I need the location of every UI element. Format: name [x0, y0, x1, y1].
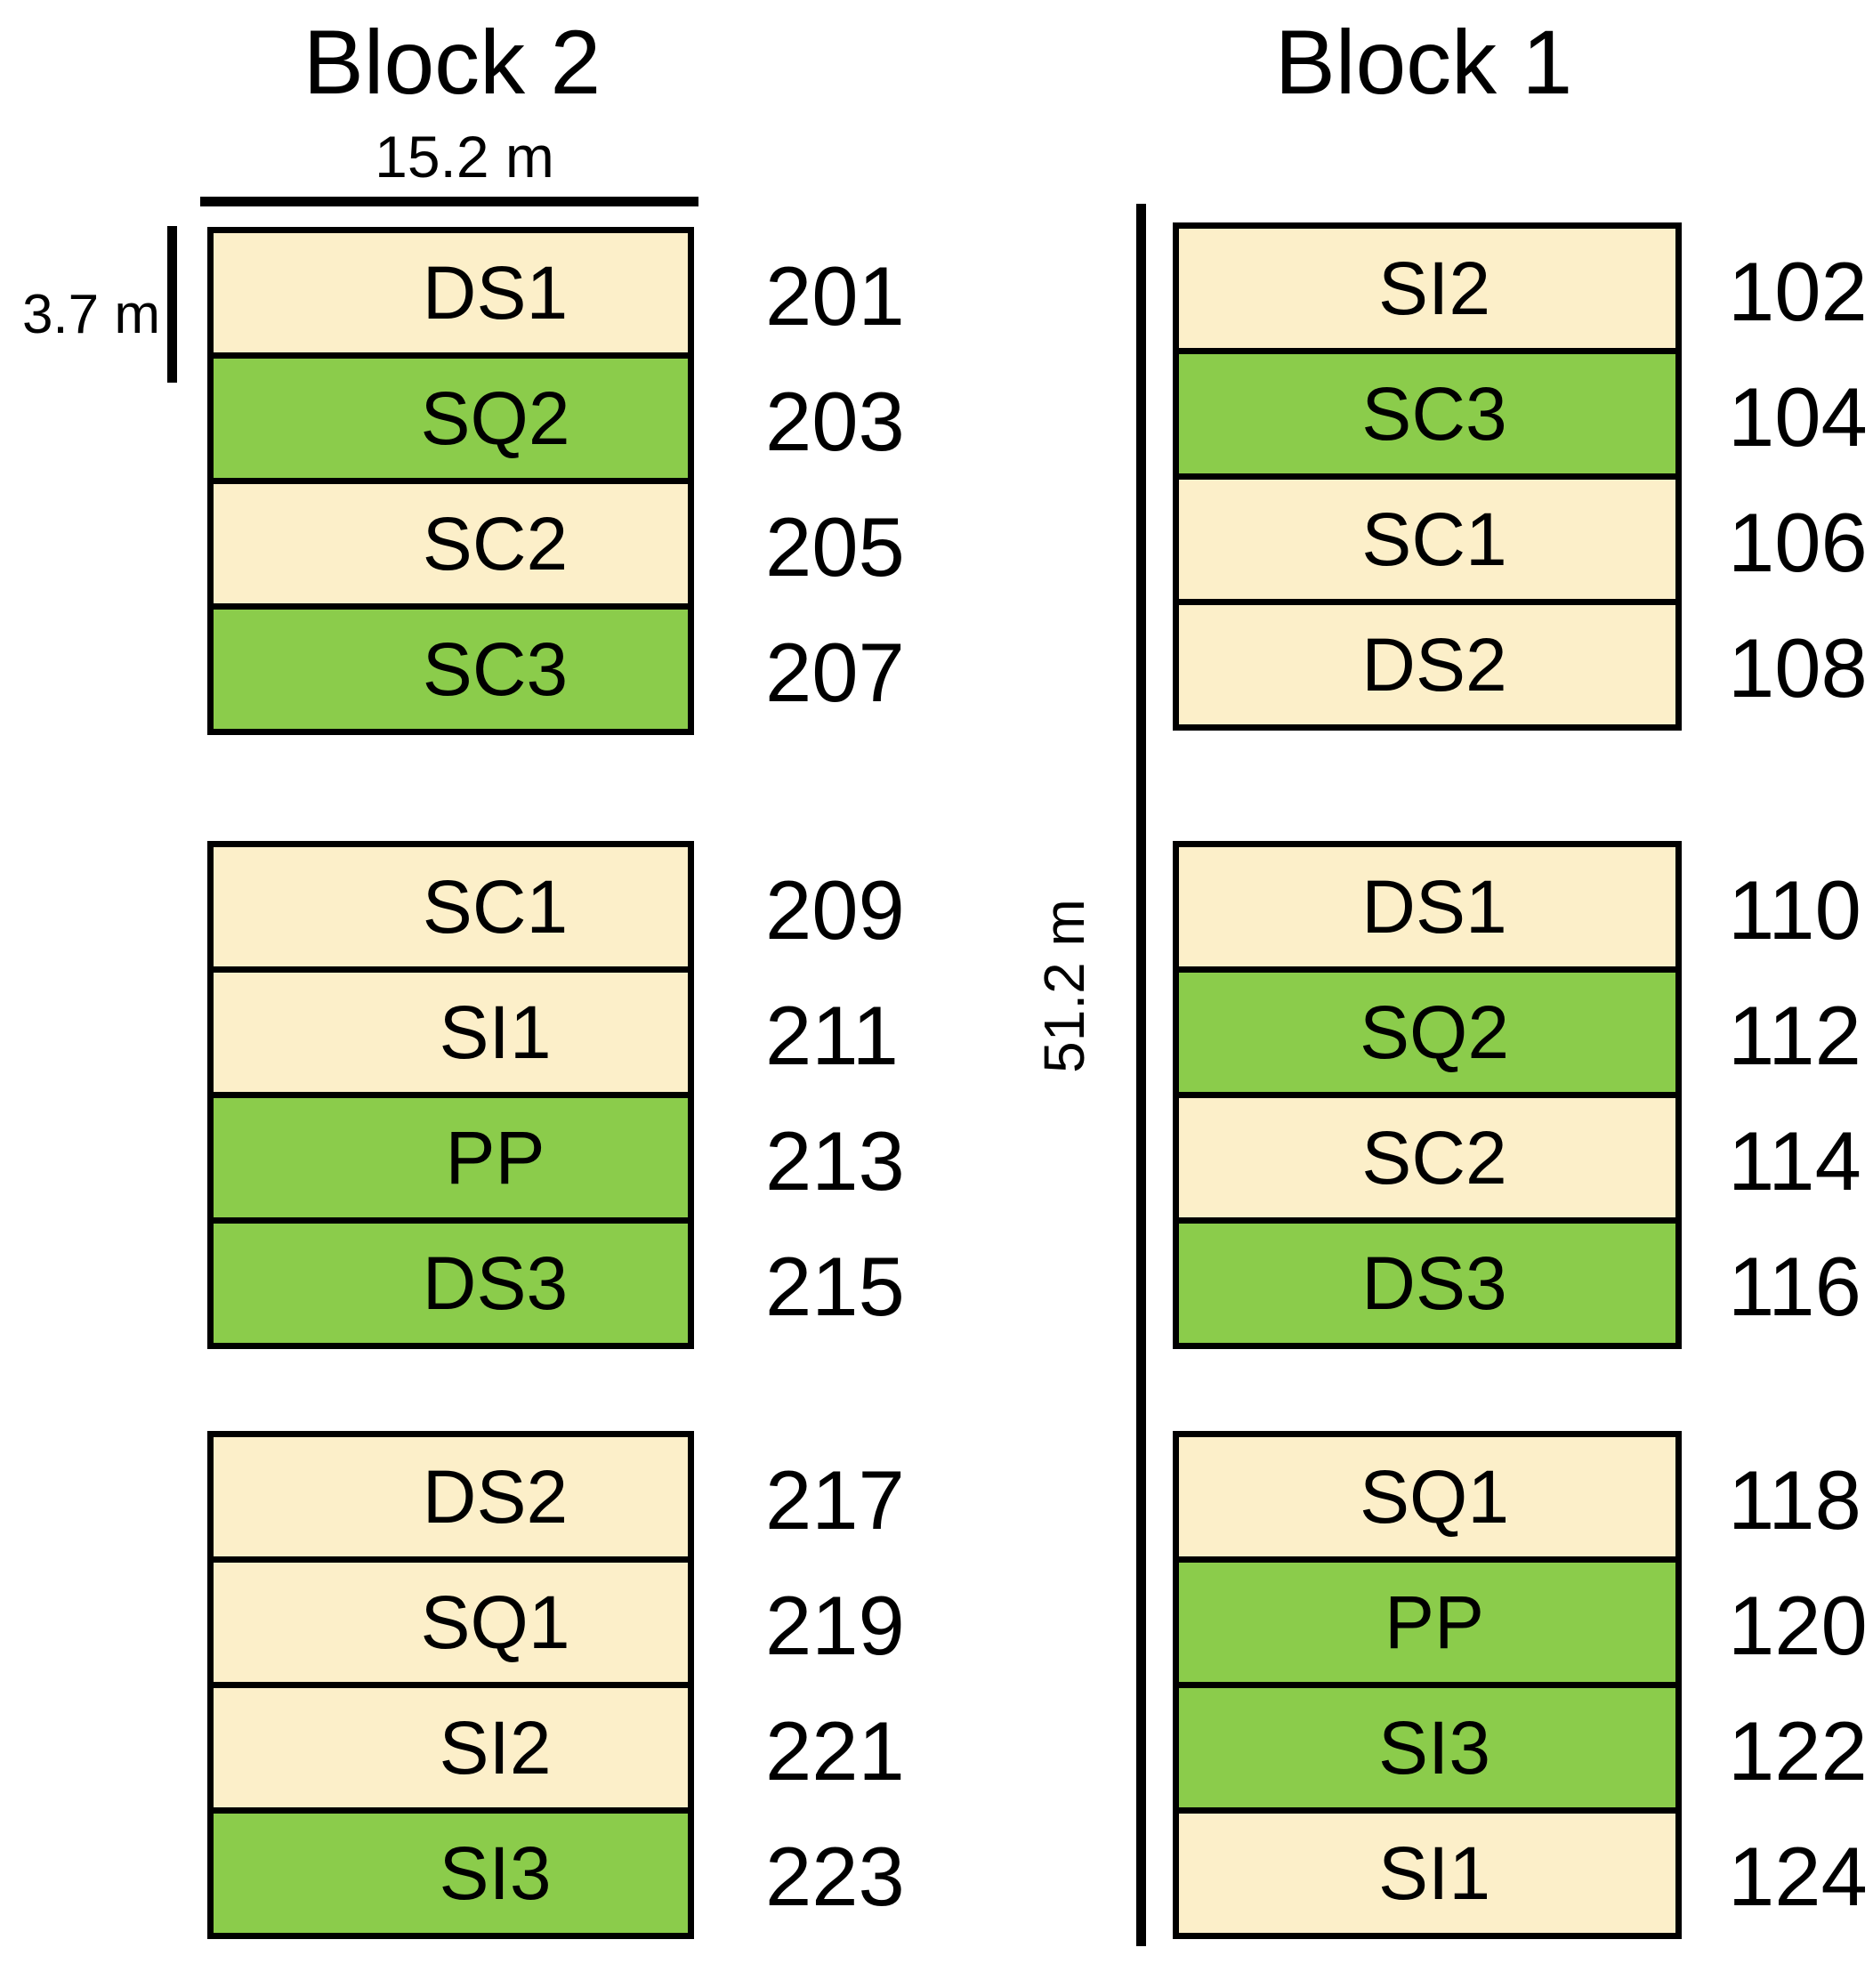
plot-treatment-label: SC1 [1361, 497, 1507, 581]
plot-number: 118 [1728, 1453, 1861, 1547]
plot-number: 215 [765, 1240, 905, 1333]
plot-number: 221 [765, 1704, 905, 1798]
plot-treatment-label: SC2 [422, 502, 569, 586]
plot-treatment-label: DS2 [422, 1455, 569, 1539]
block2-width-dimension-line [200, 197, 698, 206]
plot-number: 203 [765, 375, 905, 468]
plot-number: 106 [1728, 496, 1868, 589]
plot-cell: DS3 [214, 1217, 688, 1343]
plot-cell: SI3 [1179, 1682, 1675, 1807]
plot-treatment-label: PP [445, 1116, 545, 1200]
plot-cell: DS2 [214, 1437, 688, 1556]
block2-title: Block 2 [303, 12, 601, 113]
plot-treatment-label: SI3 [439, 1831, 552, 1915]
plot-number: 201 [765, 249, 905, 343]
plot-treatment-label: PP [1384, 1580, 1485, 1664]
plot-number: 104 [1728, 370, 1868, 464]
plot-cell: SC2 [214, 478, 688, 603]
block1-height-dimension-label: 51.2 m [1032, 899, 1096, 1073]
plot-treatment-label: SC2 [1361, 1116, 1507, 1200]
plot-number: 102 [1728, 245, 1868, 338]
plot-number: 124 [1728, 1830, 1868, 1923]
plot-cell: SC1 [214, 847, 688, 966]
plot-cell: DS1 [214, 233, 688, 352]
plot-number: 112 [1728, 989, 1861, 1082]
plot-treatment-label: SQ1 [1359, 1455, 1510, 1539]
plot-treatment-label: DS1 [422, 251, 569, 335]
plot-number: 122 [1728, 1704, 1868, 1798]
plot-cell: PP [214, 1092, 688, 1217]
plot-treatment-label: SQ2 [420, 376, 570, 460]
plot-cell: SI1 [1179, 1807, 1675, 1933]
plot-treatment-label: DS2 [1361, 623, 1507, 707]
plot-treatment-label: SQ1 [420, 1580, 570, 1664]
plot-height-dimension-label: 3.7 m [21, 284, 160, 345]
plot-cell: SC2 [1179, 1092, 1675, 1217]
plot-cell: SQ2 [1179, 966, 1675, 1092]
plot-number: 219 [765, 1579, 905, 1672]
plot-cell: SQ2 [214, 352, 688, 478]
plot-cell: SQ1 [214, 1556, 688, 1682]
plot-cell: SC3 [214, 603, 688, 729]
plot-treatment-label: DS1 [1361, 865, 1507, 949]
plot-number: 205 [765, 500, 905, 594]
plot-cell: SI2 [1179, 229, 1675, 348]
plot-number: 120 [1728, 1579, 1868, 1672]
plot-number: 217 [765, 1453, 905, 1547]
plot-number: 110 [1728, 863, 1861, 957]
plot-number: 108 [1728, 621, 1868, 715]
plot-number: 223 [765, 1830, 905, 1923]
plot-treatment-label: SC3 [422, 627, 569, 711]
block1-height-dimension-line [1136, 204, 1146, 1946]
plot-treatment-label: SQ2 [1359, 990, 1510, 1074]
plot-height-dimension-tick [167, 226, 177, 383]
plot-treatment-label: DS3 [422, 1241, 569, 1325]
plot-treatment-label: SC3 [1361, 372, 1507, 456]
plot-number: 211 [765, 989, 899, 1082]
plot-number: 213 [765, 1114, 905, 1208]
plot-cell: SI2 [214, 1682, 688, 1807]
plot-cell: DS2 [1179, 599, 1675, 724]
plot-cell: SI1 [214, 966, 688, 1092]
plot-cell: PP [1179, 1556, 1675, 1682]
plot-treatment-label: SC1 [422, 865, 569, 949]
plot-number: 207 [765, 626, 905, 719]
plot-number: 209 [765, 863, 905, 957]
plot-cell: DS1 [1179, 847, 1675, 966]
plot-cell: SI3 [214, 1807, 688, 1933]
plot-treatment-label: SI1 [1377, 1831, 1491, 1915]
block2-width-dimension-label: 15.2 m [375, 124, 554, 190]
plot-treatment-label: SI1 [439, 990, 552, 1074]
plot-treatment-label: SI2 [439, 1706, 552, 1790]
plot-cell: SC3 [1179, 348, 1675, 473]
plot-treatment-label: SI3 [1377, 1706, 1491, 1790]
plot-cell: SQ1 [1179, 1437, 1675, 1556]
block1-title: Block 1 [1274, 12, 1573, 113]
plot-treatment-label: SI2 [1377, 246, 1491, 330]
plot-cell: SC1 [1179, 473, 1675, 599]
plot-cell: DS3 [1179, 1217, 1675, 1343]
plot-treatment-label: DS3 [1361, 1241, 1507, 1325]
plot-number: 114 [1728, 1114, 1861, 1208]
plot-number: 116 [1728, 1240, 1861, 1333]
